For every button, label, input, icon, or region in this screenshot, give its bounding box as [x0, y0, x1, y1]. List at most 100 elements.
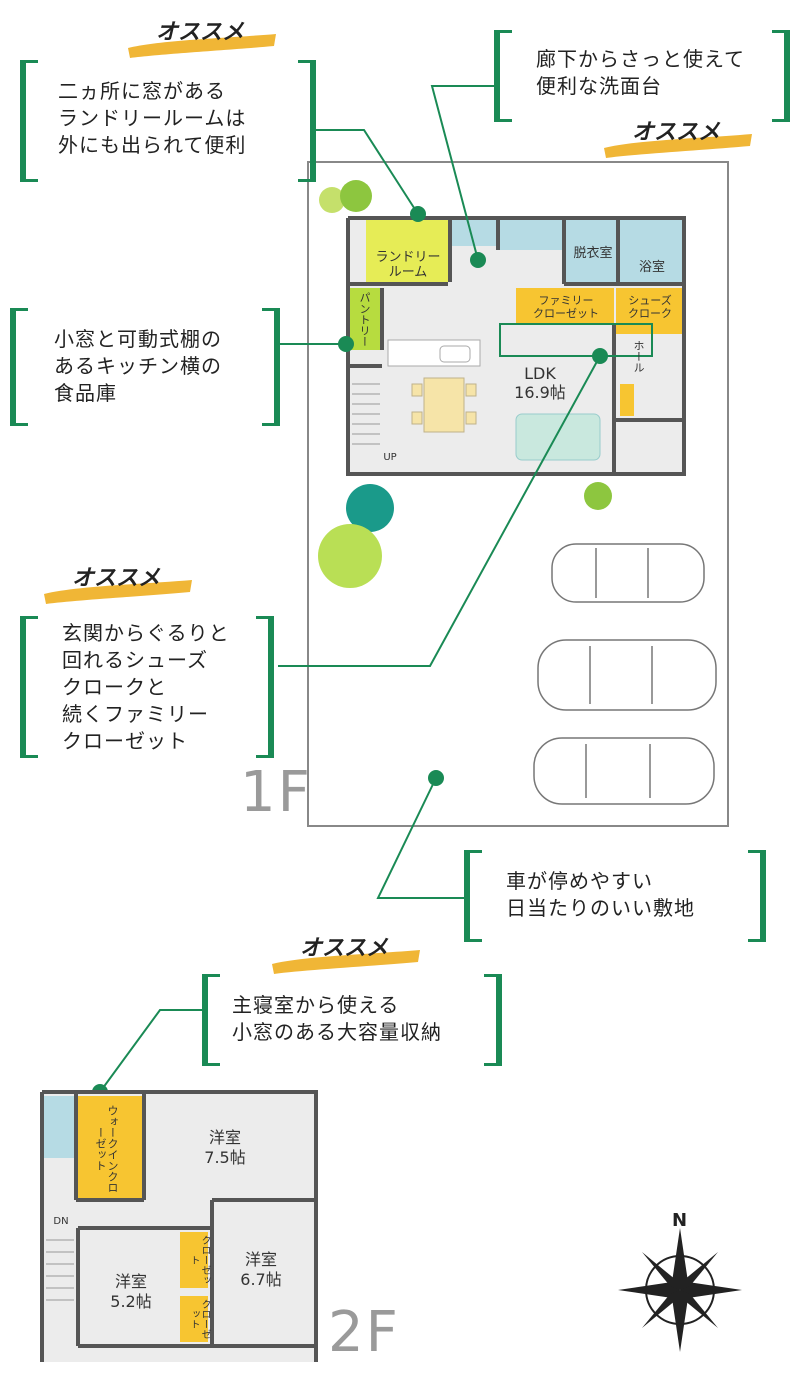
callout-line: 食品庫: [54, 381, 117, 405]
bracket-right: [256, 616, 274, 758]
room-shoes-cloak-line: クローク: [628, 307, 672, 320]
sofa: [515, 413, 601, 461]
room-hall: ホール: [632, 340, 645, 373]
callout-washbasin: 廊下からさっと使えて 便利な洗面台: [536, 46, 745, 100]
marker-dot: [470, 252, 486, 268]
room-closet-2: クローゼット: [188, 1299, 210, 1339]
tree: [584, 482, 612, 510]
room-western-line: 7.5帖: [204, 1148, 246, 1167]
room-western-6-7: 洋室 6.7帖: [226, 1250, 296, 1290]
bracket-left: [20, 616, 38, 758]
callout-line: 車が停めやすい: [506, 869, 653, 893]
callout-storage: 主寝室から使える 小窓のある大容量収納: [232, 992, 442, 1046]
bracket-left: [464, 850, 482, 942]
bracket-right: [262, 308, 280, 426]
recommend-badge: オススメ: [596, 114, 756, 160]
compass-rose: [618, 1228, 742, 1352]
walkin-fill: [78, 1096, 142, 1198]
callout-laundry: 二ヵ所に窓がある ランドリールームは 外にも出られて便利: [58, 78, 246, 159]
dining-table: [423, 377, 465, 433]
tree: [340, 180, 372, 212]
room-ldk: LDK 16.9帖: [500, 364, 580, 402]
car-1: [551, 543, 705, 603]
bracket-left: [202, 974, 220, 1066]
room-shoes-cloak: シューズ クローク: [618, 294, 682, 320]
shoes-cloak-fill: [616, 288, 682, 334]
room-laundry-line: ランドリー: [375, 250, 441, 265]
room-laundry-line: ルーム: [388, 265, 428, 280]
floor-label-2f: 2F: [328, 1300, 400, 1365]
recommend-badge-text: オススメ: [156, 19, 245, 45]
callout-line: 二ヵ所に窓がある: [58, 79, 226, 103]
car-3: [533, 737, 715, 805]
bath-fill: [620, 220, 682, 282]
callout-line: 外にも出られて便利: [58, 133, 247, 157]
room-western-7-5: 洋室 7.5帖: [190, 1128, 260, 1168]
callout-line: 続くファミリー: [62, 702, 209, 726]
room-western-line: 洋室: [244, 1250, 277, 1269]
family-closet-fill: [516, 288, 614, 324]
bracket-right: [772, 30, 790, 122]
room-family-closet: ファミリー クローゼット: [520, 294, 612, 320]
marker-dot: [592, 348, 608, 364]
bracket-left: [494, 30, 512, 122]
callout-line: 廊下からさっと使えて: [536, 47, 745, 71]
recommend-badge: オススメ: [36, 560, 196, 606]
callout-line: 回れるシューズ: [62, 648, 208, 672]
room-ldk-line: 16.9帖: [514, 383, 566, 402]
car-2: [537, 639, 717, 711]
compass-north-label: N: [672, 1210, 688, 1231]
recommend-badge: オススメ: [264, 930, 424, 976]
room-closet-1: クローゼット: [188, 1235, 210, 1285]
stairs-2f: [46, 1239, 74, 1301]
recommend-badge-text: オススメ: [72, 565, 161, 591]
room-bath: 浴室: [638, 260, 665, 275]
room-shoes-cloak-line: シューズ: [628, 294, 672, 307]
recommend-badge-text: オススメ: [300, 935, 389, 961]
marker-dot: [338, 336, 354, 352]
callout-line: 小窓と可動式棚の: [54, 327, 222, 351]
closet2-fill: [180, 1296, 208, 1342]
tree: [319, 187, 345, 213]
room-family-closet-line: ファミリー: [538, 294, 594, 307]
site-boundary: [307, 161, 729, 827]
callout-shoes-cloak: 玄関からぐるりと 回れるシューズ クロークと 続くファミリー クローゼット: [62, 620, 230, 755]
bracket-left: [10, 308, 28, 426]
callout-line: ランドリールームは: [58, 106, 247, 130]
callout-line: 小窓のある大容量収納: [232, 1020, 442, 1044]
pantry-fill: [350, 288, 380, 350]
callout-line: 玄関からぐるりと: [62, 621, 230, 645]
marker-dot: [428, 770, 444, 786]
callout-line: クロークと: [62, 675, 167, 699]
bracket-right: [298, 60, 316, 182]
callout-line: クローゼット: [62, 729, 188, 753]
callout-parking: 車が停めやすい 日当たりのいい敷地: [506, 868, 695, 922]
laundry-room-fill: [366, 220, 448, 282]
room-western-line: 洋室: [114, 1272, 147, 1291]
callout-line: 日当たりのいい敷地: [506, 896, 695, 920]
leader-lines: [99, 85, 653, 1093]
callout-line: 主寝室から使える: [232, 993, 400, 1017]
callout-pantry: 小窓と可動式棚の あるキッチン横の 食品庫: [54, 326, 222, 407]
bracket-right: [484, 974, 502, 1066]
room-western-line: 5.2帖: [110, 1292, 152, 1311]
closet1-fill: [180, 1232, 208, 1288]
room-western-5-2: 洋室 5.2帖: [96, 1272, 166, 1312]
toilet2-fill: [44, 1096, 74, 1158]
stairs-up-label: UP: [383, 452, 397, 463]
marker-dot: [410, 206, 426, 222]
bracket-left: [20, 60, 38, 182]
floor-label-1f: 1F: [240, 760, 312, 825]
toilet-fill: [500, 220, 562, 250]
room-ldk-line: LDK: [524, 364, 556, 383]
room-walkin-closet: ウォークインクローゼット: [94, 1105, 119, 1193]
room-dressing: 脱衣室: [573, 246, 613, 261]
bracket-right: [748, 850, 766, 942]
room-family-closet-line: クローゼット: [533, 307, 599, 320]
room-laundry: ランドリー ルーム: [370, 250, 446, 280]
washroom-fill: [452, 220, 498, 246]
stairs-1f: [352, 383, 380, 445]
recommend-badge: オススメ: [120, 14, 280, 60]
room-pantry: パントリー: [358, 292, 371, 347]
